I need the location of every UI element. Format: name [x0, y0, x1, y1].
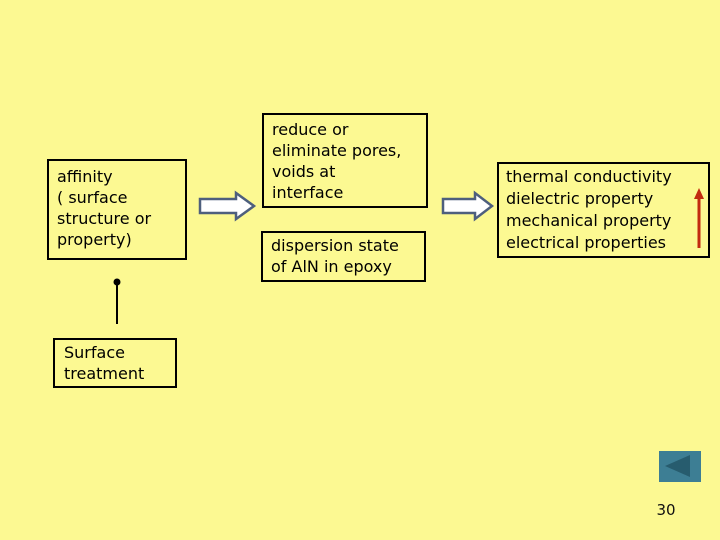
- material-properties-box: thermal conductivity dielectric property…: [497, 162, 710, 258]
- left-triangle-icon: [665, 455, 690, 477]
- reduce-pores-box: reduce or eliminate pores, voids at inte…: [262, 113, 428, 208]
- right-block-arrow-icon: [198, 190, 257, 222]
- red-up-arrow-icon: [694, 188, 704, 248]
- page-number: 30: [656, 501, 676, 519]
- right-block-arrow-icon: [441, 190, 495, 222]
- affinity-box: affinity ( surface structure or property…: [47, 159, 187, 260]
- connector-line-dot-icon: [113, 278, 121, 324]
- dispersion-state-box: dispersion state of AlN in epoxy: [261, 231, 426, 282]
- back-button[interactable]: [659, 451, 701, 482]
- surface-treatment-box: Surface treatment: [53, 338, 177, 388]
